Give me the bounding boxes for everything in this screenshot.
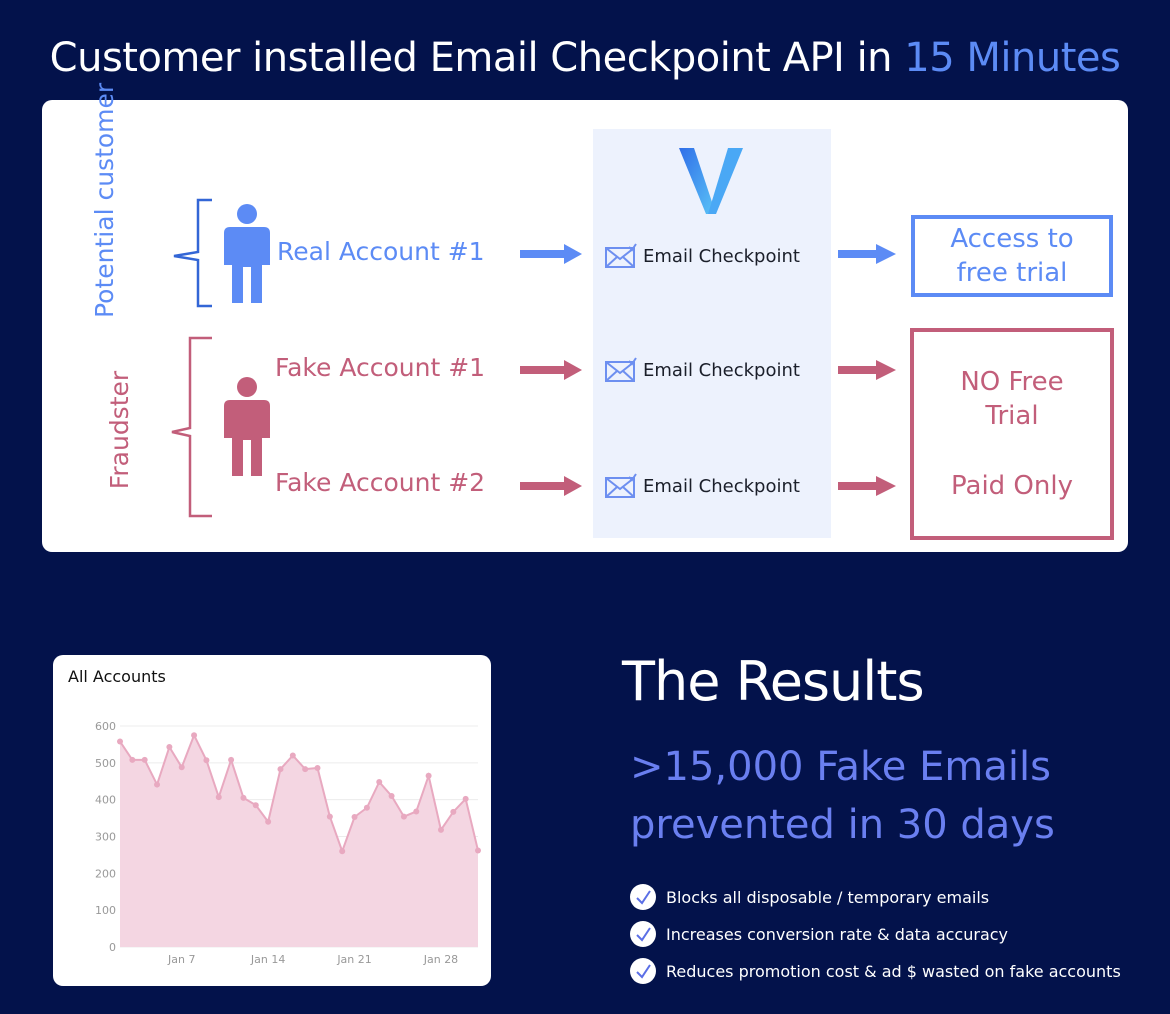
email-check-icon xyxy=(605,473,637,498)
data-point xyxy=(326,813,333,820)
check-circle-icon xyxy=(630,884,656,910)
data-point xyxy=(141,756,148,763)
outcome-access-box: Access to free trial xyxy=(911,215,1113,297)
email-checkpoint-3: Email Checkpoint xyxy=(605,473,800,499)
y-tick-label: 0 xyxy=(109,941,116,954)
flow-diagram-card xyxy=(42,100,1128,552)
data-point xyxy=(240,794,247,801)
result-bullet: Blocks all disposable / temporary emails xyxy=(630,884,989,910)
data-point xyxy=(400,813,407,820)
area-fill xyxy=(120,735,478,947)
bullet-text: Increases conversion rate & data accurac… xyxy=(666,924,1009,944)
arrow-icon xyxy=(520,250,566,258)
real-account-label: Real Account #1 xyxy=(277,237,485,266)
title-highlight: 15 Minutes xyxy=(904,35,1121,81)
person-icon-fraudster xyxy=(224,377,270,476)
data-point xyxy=(117,738,123,745)
y-tick-label: 600 xyxy=(95,720,116,733)
checkpoint-label: Email Checkpoint xyxy=(643,475,800,497)
data-point xyxy=(450,808,457,815)
chart-title: All Accounts xyxy=(68,667,166,686)
paid-only-label: Paid Only xyxy=(951,471,1073,501)
x-tick-label: Jan 28 xyxy=(423,953,458,966)
person-icon-customer xyxy=(224,204,270,303)
checkpoint-label: Email Checkpoint xyxy=(643,245,800,267)
data-point xyxy=(475,847,481,854)
x-tick-label: Jan 21 xyxy=(336,953,371,966)
data-point xyxy=(339,848,346,855)
email-check-icon xyxy=(605,357,637,382)
data-point xyxy=(462,795,469,802)
bullet-text: Blocks all disposable / temporary emails xyxy=(666,887,990,907)
no-free-trial-label: NO Free Trial xyxy=(960,367,1064,431)
data-point xyxy=(376,778,383,785)
y-tick-label: 300 xyxy=(95,831,116,844)
data-point xyxy=(191,732,198,739)
result-bullet: Reduces promotion cost & ad $ wasted on … xyxy=(630,958,1121,984)
data-point xyxy=(413,808,420,815)
email-check-icon xyxy=(605,243,637,268)
data-point xyxy=(425,772,432,779)
data-point xyxy=(277,766,284,773)
bullet-text: Reduces promotion cost & ad $ wasted on … xyxy=(666,961,1121,981)
stat-line-2: prevented in 30 days xyxy=(630,802,1055,848)
page-title: Customer installed Email Checkpoint API … xyxy=(0,35,1170,81)
data-point xyxy=(351,813,358,820)
results-heading: The Results xyxy=(622,650,925,713)
data-point xyxy=(388,792,395,799)
arrows xyxy=(520,244,896,496)
stat-line-1: >15,000 Fake Emails xyxy=(630,744,1051,790)
data-point xyxy=(228,756,235,763)
data-point xyxy=(265,818,272,825)
email-checkpoint-1: Email Checkpoint xyxy=(605,243,800,269)
data-point xyxy=(437,826,444,833)
data-point xyxy=(289,752,296,759)
data-point xyxy=(129,756,136,763)
check-circle-icon xyxy=(630,921,656,947)
data-point xyxy=(154,781,161,788)
data-point xyxy=(363,804,370,811)
data-point xyxy=(252,802,259,809)
checkpoint-label: Email Checkpoint xyxy=(643,359,800,381)
fake-account-2-label: Fake Account #2 xyxy=(275,468,486,497)
brace-fraudster-icon xyxy=(171,336,212,518)
outcome-denied-box: NO Free Trial Paid Only xyxy=(910,328,1114,540)
data-point xyxy=(302,766,309,773)
results-stat: >15,000 Fake Emails prevented in 30 days xyxy=(630,738,1055,854)
group-label-potential: Potential customer xyxy=(90,82,119,318)
brace-potential-icon xyxy=(173,198,212,308)
series-line xyxy=(119,732,479,855)
y-tick-label: 200 xyxy=(95,867,116,880)
result-bullet: Increases conversion rate & data accurac… xyxy=(630,921,1008,947)
group-label-fraudster: Fraudster xyxy=(105,370,134,490)
x-tick-label: Jan 7 xyxy=(167,953,195,966)
email-checkpoint-2: Email Checkpoint xyxy=(605,357,800,383)
data-point xyxy=(314,764,321,771)
verify-logo-icon xyxy=(679,148,743,214)
y-tick-label: 500 xyxy=(95,757,116,770)
brace-icons xyxy=(171,198,212,518)
data-point xyxy=(203,757,210,764)
data-point xyxy=(166,743,173,750)
check-circle-icon xyxy=(630,958,656,984)
fake-account-1-label: Fake Account #1 xyxy=(275,353,486,382)
x-tick-label: Jan 14 xyxy=(250,953,285,966)
y-tick-label: 100 xyxy=(95,904,116,917)
arrow-icon xyxy=(838,250,878,258)
checkpoint-column xyxy=(593,129,831,538)
y-tick-label: 400 xyxy=(95,794,116,807)
title-text: Customer installed Email Checkpoint API … xyxy=(49,35,905,81)
data-point xyxy=(215,794,222,801)
data-point xyxy=(178,764,185,771)
